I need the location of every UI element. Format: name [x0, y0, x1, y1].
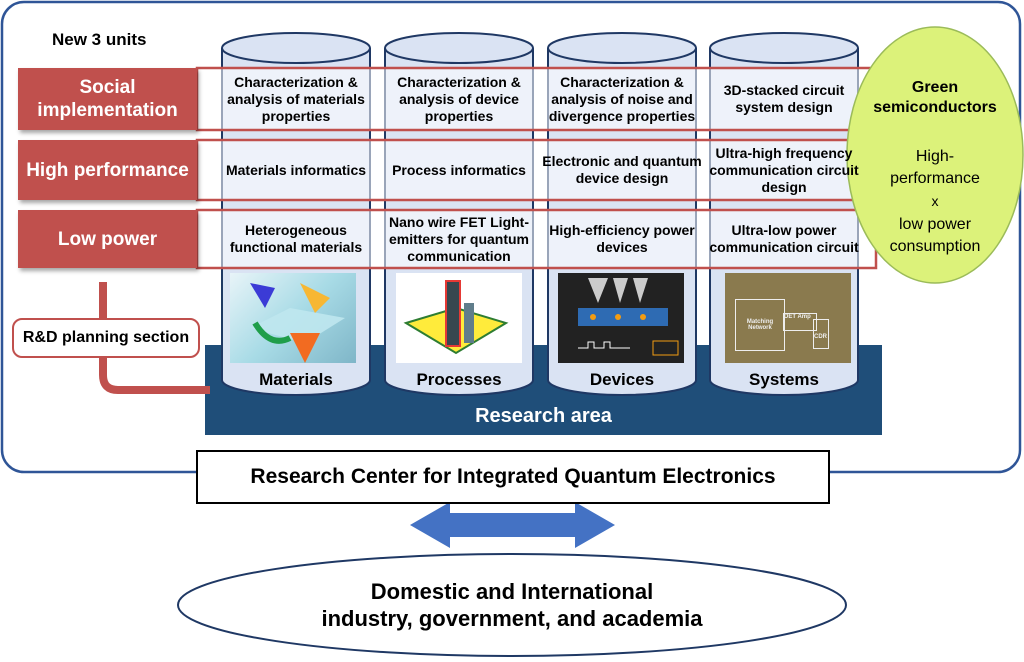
cell-processes-high: Process informatics — [392, 161, 526, 178]
column-label-systems: Systems — [749, 370, 819, 389]
rd-planning-section-box: R&D planning section — [12, 318, 200, 358]
systems-chip-photo: Matching Network DET Amp CDR — [725, 273, 851, 363]
column-label-devices: Devices — [589, 370, 655, 389]
new-units-title: New 3 units — [52, 30, 147, 49]
cell-devices-high: Electronic and quantum device design — [542, 153, 702, 186]
cell-processes-social: Characterization & analysis of device pr… — [397, 73, 521, 124]
processes-illustration — [396, 273, 522, 363]
row-outline-high — [195, 138, 878, 202]
chip-det-amp-label: DET Amp — [783, 313, 817, 331]
research-center-name: Research Center for Integrated Quantum E… — [196, 450, 830, 504]
partners-ellipse — [177, 553, 847, 657]
row-label-high-performance: High performance — [18, 140, 197, 200]
research-area-label: Research area — [475, 405, 612, 427]
chip-matching-network-label: Matching Network — [735, 299, 785, 351]
row-label-low-power: Low power — [18, 210, 197, 268]
materials-illustration — [230, 273, 356, 363]
cell-devices-low: High-efficiency power devices — [549, 222, 695, 255]
row-outline-low — [195, 208, 878, 270]
double-arrow-icon — [410, 502, 615, 548]
row-outline-social — [195, 66, 878, 132]
devices-illustration — [558, 273, 684, 363]
cell-systems-high: Ultra-high frequency communication circu… — [709, 144, 859, 195]
cell-systems-social: 3D-stacked circuit system design — [723, 82, 845, 115]
green-line-3: low power consumption — [889, 216, 981, 255]
green-semiconductors-title: Green semiconductors — [873, 79, 997, 116]
cell-materials-social: Characterization & analysis of materials… — [227, 73, 365, 124]
column-label-materials: Materials — [259, 370, 333, 389]
cell-processes-low: Nano wire FET Light-emitters for quantum… — [388, 213, 529, 264]
cell-devices-social: Characterization & analysis of noise and… — [548, 73, 696, 124]
column-label-processes: Processes — [416, 370, 502, 389]
chip-cdr-label: CDR — [813, 319, 829, 349]
green-semiconductors-ellipse — [846, 26, 1024, 284]
partners-line-2: industry, government, and academia — [321, 606, 703, 631]
green-line-1: High-performance — [890, 148, 980, 187]
cell-materials-high: Materials informatics — [225, 161, 367, 178]
cell-materials-low: Heterogeneous functional materials — [229, 222, 363, 255]
green-line-2: x — [931, 193, 939, 209]
cell-systems-low: Ultra-low power communication circuit — [709, 222, 859, 255]
row-label-social-implementation: Social implementation — [18, 68, 197, 130]
partners-line-1: Domestic and International — [370, 579, 654, 604]
rd-connector-line — [99, 282, 210, 394]
